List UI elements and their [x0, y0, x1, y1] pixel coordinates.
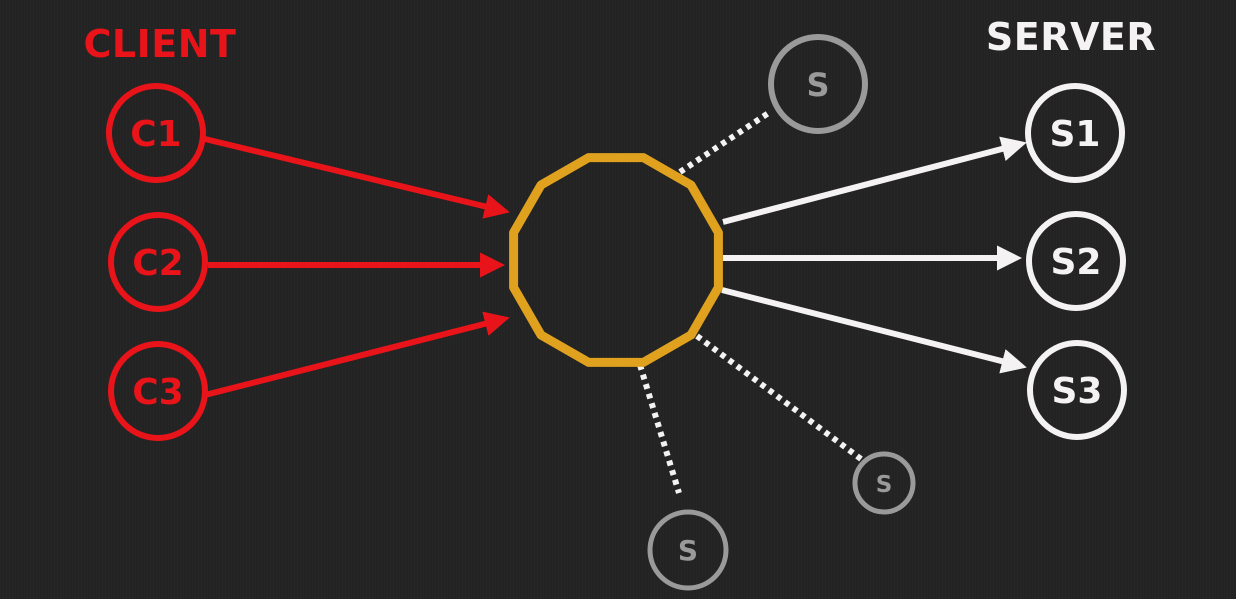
standby-server-top: S [768, 34, 868, 134]
standby-link-bottom [637, 364, 682, 494]
server-heading: SERVER [986, 15, 1156, 59]
server-node-s3: S3 [1027, 340, 1127, 440]
server-node-s1: S1 [1025, 83, 1125, 183]
client-arrow-c3 [204, 311, 510, 398]
standby-label: S [876, 472, 893, 498]
server-arrow-s1 [722, 136, 1027, 225]
standby-label: S [806, 66, 829, 104]
server-arrow-s3 [721, 287, 1027, 374]
server-label: S1 [1050, 114, 1101, 155]
client-node-c2: C2 [108, 212, 208, 312]
client-arrow-c1 [204, 136, 510, 219]
standby-label: S [678, 534, 698, 567]
standby-server-bottom: S [647, 509, 729, 591]
server-label: S2 [1051, 242, 1102, 283]
client-heading: CLIENT [84, 22, 237, 66]
standby-link-top [678, 109, 772, 175]
load-balancer-icon [509, 153, 723, 367]
client-label: C1 [130, 114, 181, 155]
server-node-s2: S2 [1026, 211, 1126, 311]
client-node-c1: C1 [106, 83, 206, 183]
client-node-c3: C3 [108, 341, 208, 441]
standby-server-bottom-right: S [852, 451, 916, 515]
server-label: S3 [1052, 371, 1103, 412]
client-label: C3 [132, 372, 183, 413]
client-label: C2 [132, 243, 183, 284]
standby-link-bottom-right [695, 333, 867, 465]
